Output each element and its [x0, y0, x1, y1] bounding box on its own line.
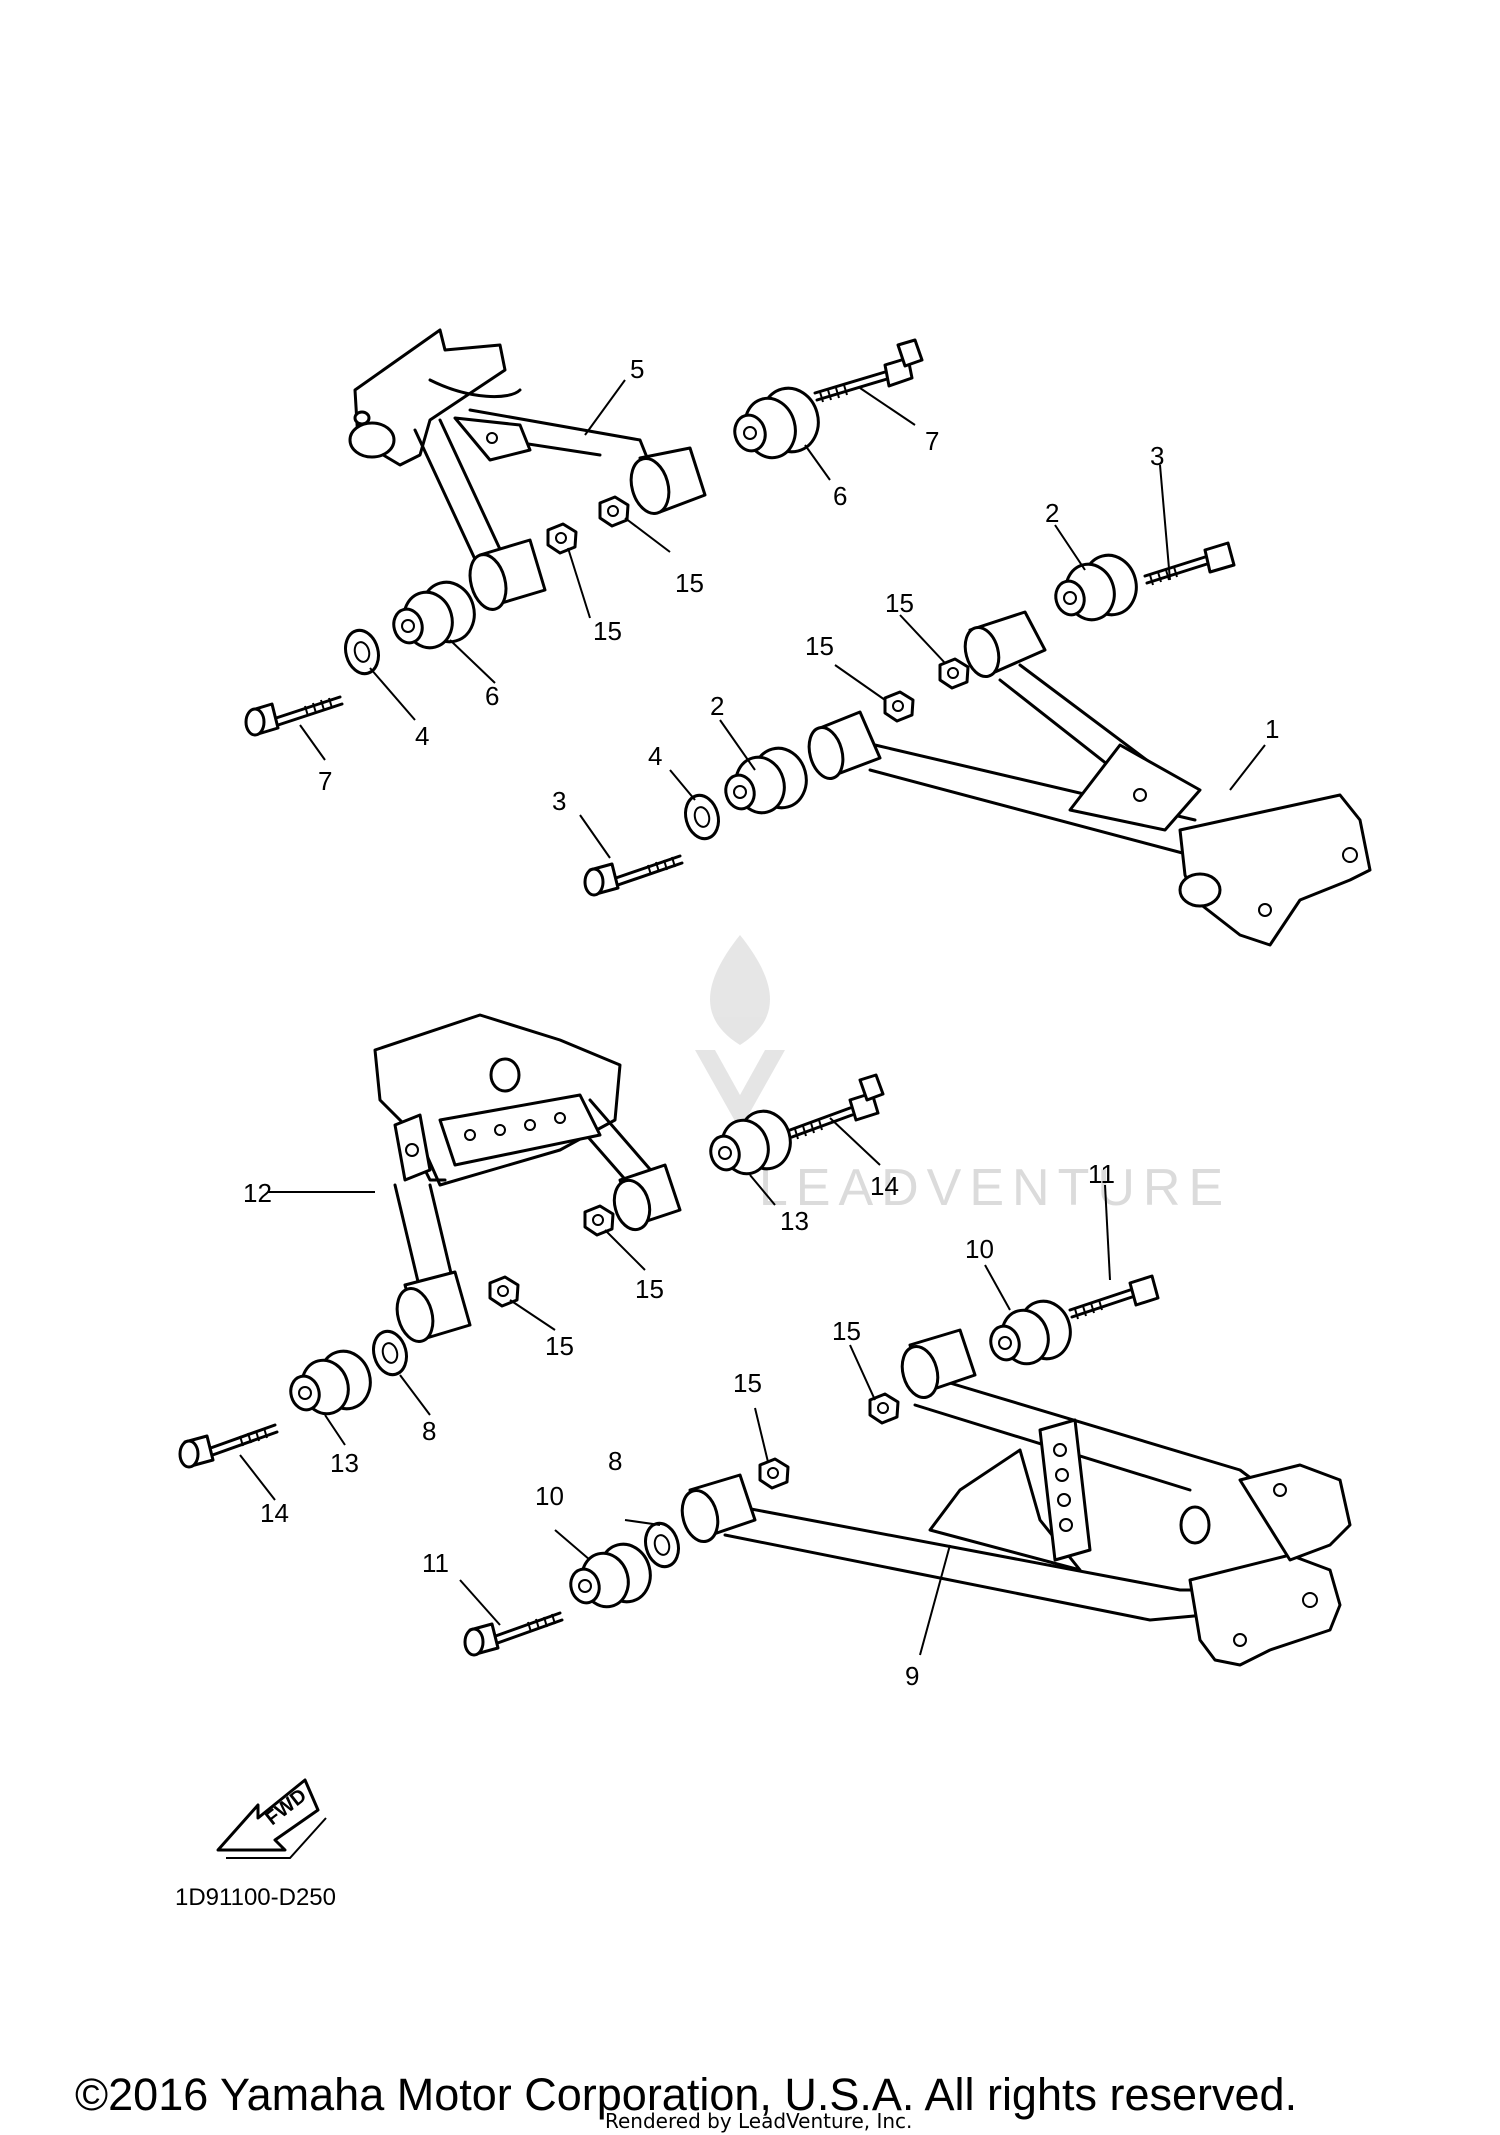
callout-upper-5: 5 [630, 354, 644, 384]
callout-upper-6a: 6 [833, 481, 847, 511]
part-1-upper-arm-right [807, 610, 1372, 947]
callout-upper-7b: 7 [318, 766, 332, 796]
bushing-13-top [709, 1109, 792, 1176]
callout-upper-2b: 2 [710, 691, 724, 721]
callout-lower-15d: 15 [733, 1368, 762, 1398]
nuts-upper [546, 495, 970, 723]
callout-lower-11a: 11 [1088, 1159, 1115, 1189]
callout-upper-2a: 2 [1045, 498, 1059, 528]
part-5-upper-arm-left [348, 328, 707, 611]
bolts-lower [178, 1073, 1160, 1657]
fwd-arrow-icon: FWD [216, 1778, 327, 1859]
bushing-6-top [733, 386, 820, 460]
part-9-lower-arm-right [680, 1328, 1352, 1667]
callout-lower-13a: 13 [780, 1206, 809, 1236]
diagram-code: 1D91100-D250 [175, 1884, 336, 1911]
bolt-11-bottom [463, 1611, 564, 1657]
washers-upper [344, 628, 720, 841]
callout-lower-12: 12 [243, 1178, 272, 1208]
callout-lower-10b: 10 [535, 1481, 564, 1511]
copyright-text: ©2016 Yamaha Motor Corporation, U.S.A. A… [75, 2069, 1297, 2120]
callout-upper-1: 1 [1265, 714, 1279, 744]
washers-lower [372, 1329, 680, 1569]
bolts-upper [244, 338, 1236, 897]
bolt-14-top [788, 1073, 885, 1140]
callout-lower-13b: 13 [330, 1448, 359, 1478]
bushing-2-top [1054, 553, 1138, 622]
bolt-7-top [813, 338, 924, 403]
callout-labels: 5 6 7 15 15 6 4 7 3 2 15 15 1 2 4 3 12 1… [243, 354, 1279, 1691]
bushings-lower [289, 1109, 1072, 1609]
callout-upper-15b: 15 [593, 616, 622, 646]
bolt-7-bottom [244, 695, 344, 737]
callout-upper-6b: 6 [485, 681, 499, 711]
callout-lower-8b: 8 [608, 1446, 622, 1476]
callout-lower-8a: 8 [422, 1416, 436, 1446]
bolt-3-bottom [583, 854, 684, 897]
callout-lower-15a: 15 [635, 1274, 664, 1304]
callout-lower-10a: 10 [965, 1234, 994, 1264]
callout-lower-9: 9 [905, 1661, 919, 1691]
callout-upper-3a: 3 [1150, 441, 1164, 471]
callout-leaders [239, 379, 1266, 1656]
watermark-text: LEADVENTURE [759, 1159, 1231, 1217]
callout-upper-7a: 7 [925, 426, 939, 456]
callout-upper-4b: 4 [648, 741, 662, 771]
part-12-lower-arm-left [373, 1013, 682, 1343]
bolt-11-top [1068, 1274, 1160, 1320]
bushing-13-bottom [289, 1349, 372, 1416]
callout-upper-3b: 3 [552, 786, 566, 816]
callout-lower-11b: 11 [422, 1548, 449, 1578]
rendered-by-text: Rendered by LeadVenture, Inc. [605, 2109, 912, 2133]
callout-upper-15a: 15 [675, 568, 704, 598]
callout-upper-15c: 15 [885, 588, 914, 618]
bushing-10-top [989, 1299, 1072, 1366]
callout-lower-14b: 14 [260, 1498, 289, 1528]
bushing-10-bottom [569, 1542, 652, 1609]
callout-lower-15b: 15 [545, 1331, 574, 1361]
nuts-lower [488, 1204, 900, 1490]
callout-upper-15d: 15 [805, 631, 834, 661]
bushing-6-bottom [392, 580, 476, 650]
bushings-upper [392, 386, 1138, 815]
callout-lower-15c: 15 [832, 1316, 861, 1346]
watermark: LEADVENTURE [695, 935, 1231, 1217]
callout-upper-4a: 4 [415, 721, 429, 751]
bolt-3-top [1143, 541, 1236, 586]
bolt-14-bottom [178, 1423, 279, 1469]
bushing-2-bottom [724, 746, 808, 815]
callout-lower-14a: 14 [870, 1171, 899, 1201]
